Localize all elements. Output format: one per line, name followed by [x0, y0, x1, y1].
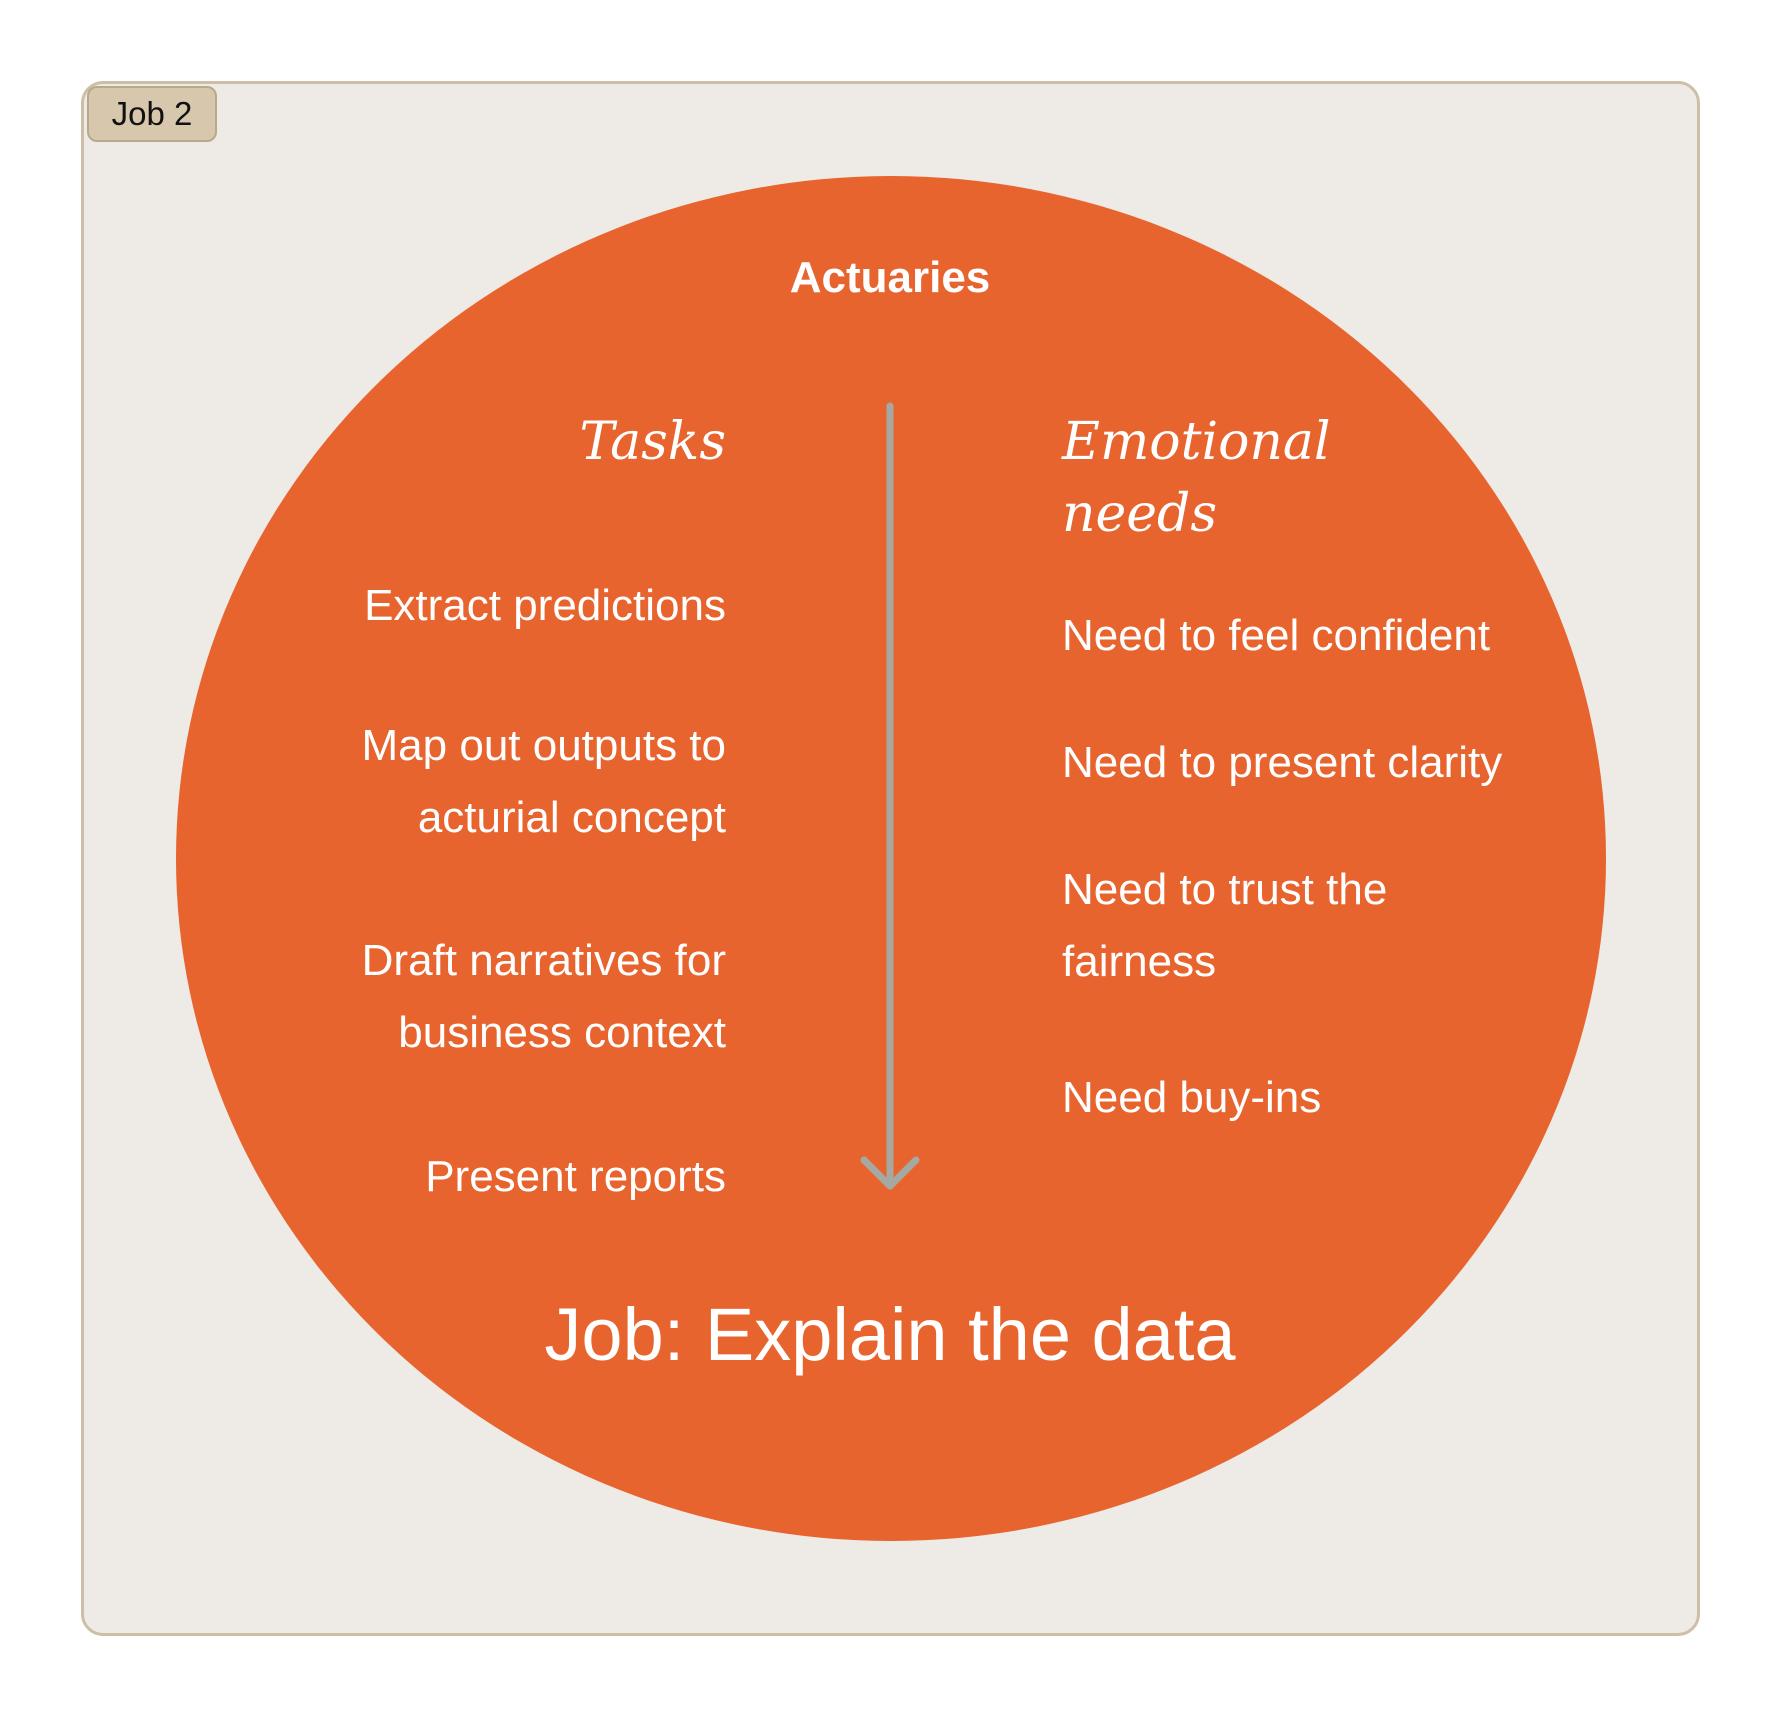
- task-item: Draft narratives for business context: [361, 936, 726, 1057]
- need-item: Need to trust the fairness: [1062, 865, 1388, 986]
- need-item: Need to present clarity: [1062, 738, 1503, 787]
- emotional-needs-heading: Emotional needs: [1062, 412, 1331, 544]
- need-item: Need to feel confident: [1062, 611, 1491, 660]
- job-statement: Job: Explain the data: [544, 1293, 1236, 1376]
- tasks-heading: Tasks: [579, 412, 726, 472]
- arrow-down-icon: [860, 402, 920, 1190]
- task-item: Extract predictions: [364, 581, 726, 630]
- frame-tag[interactable]: Job 2: [87, 86, 217, 142]
- task-item: Present reports: [425, 1152, 726, 1201]
- persona-title: Actuaries: [789, 253, 991, 302]
- task-item: Map out outputs to acturial concept: [361, 721, 726, 842]
- need-item: Need buy-ins: [1062, 1073, 1322, 1122]
